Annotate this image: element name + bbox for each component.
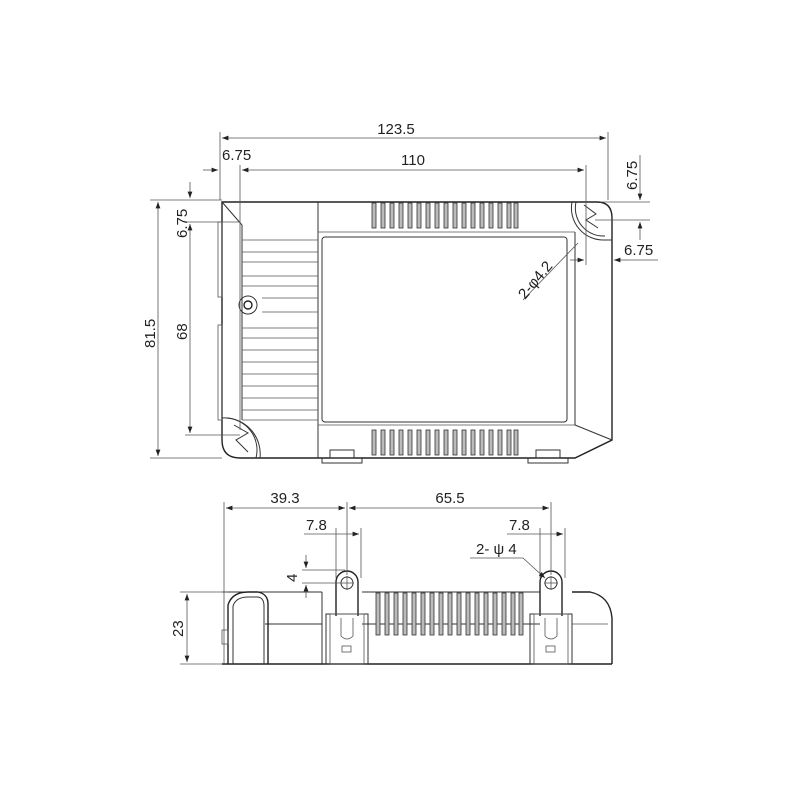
hole-callout-side: 2- ψ 4 [476,541,517,558]
dim-right-offset: 6.75 [624,242,653,259]
side-view: 39.3 65.5 7.8 7.8 2- ψ 4 4 23 [170,490,613,665]
dim-right-tab-width: 7.8 [509,517,530,534]
dim-height: 23 [170,620,187,637]
dim-top-left-offset: 6.75 [174,209,191,238]
dim-tab-spacing: 65.5 [435,490,464,507]
dim-left-offset: 6.75 [222,147,251,164]
screw-icon [238,295,258,315]
cap-fins [242,239,318,421]
slot-hole-icon [233,424,249,453]
dim-left-to-tab: 39.3 [270,490,299,507]
dim-left-tab-width: 7.8 [306,517,327,534]
dim-hole-spacing-width: 68 [174,323,191,340]
top-view: 123.5 110 6.75 6.75 6.75 2-φ4.2 81.5 6.7… [142,121,658,464]
bottom-vent-slots [371,429,519,456]
dim-hole-spacing-length: 110 [401,152,425,169]
dim-tab-hole-height: 4 [284,574,301,582]
slot-hole-icon [583,204,599,229]
dim-overall-width: 81.5 [142,319,159,348]
side-vent-slots [375,592,524,636]
dim-top-right-offset: 6.75 [624,161,641,190]
hole-callout-top: 2-φ4.2 [515,258,556,303]
top-vent-slots [371,202,519,229]
dim-overall-length: 123.5 [377,121,415,138]
